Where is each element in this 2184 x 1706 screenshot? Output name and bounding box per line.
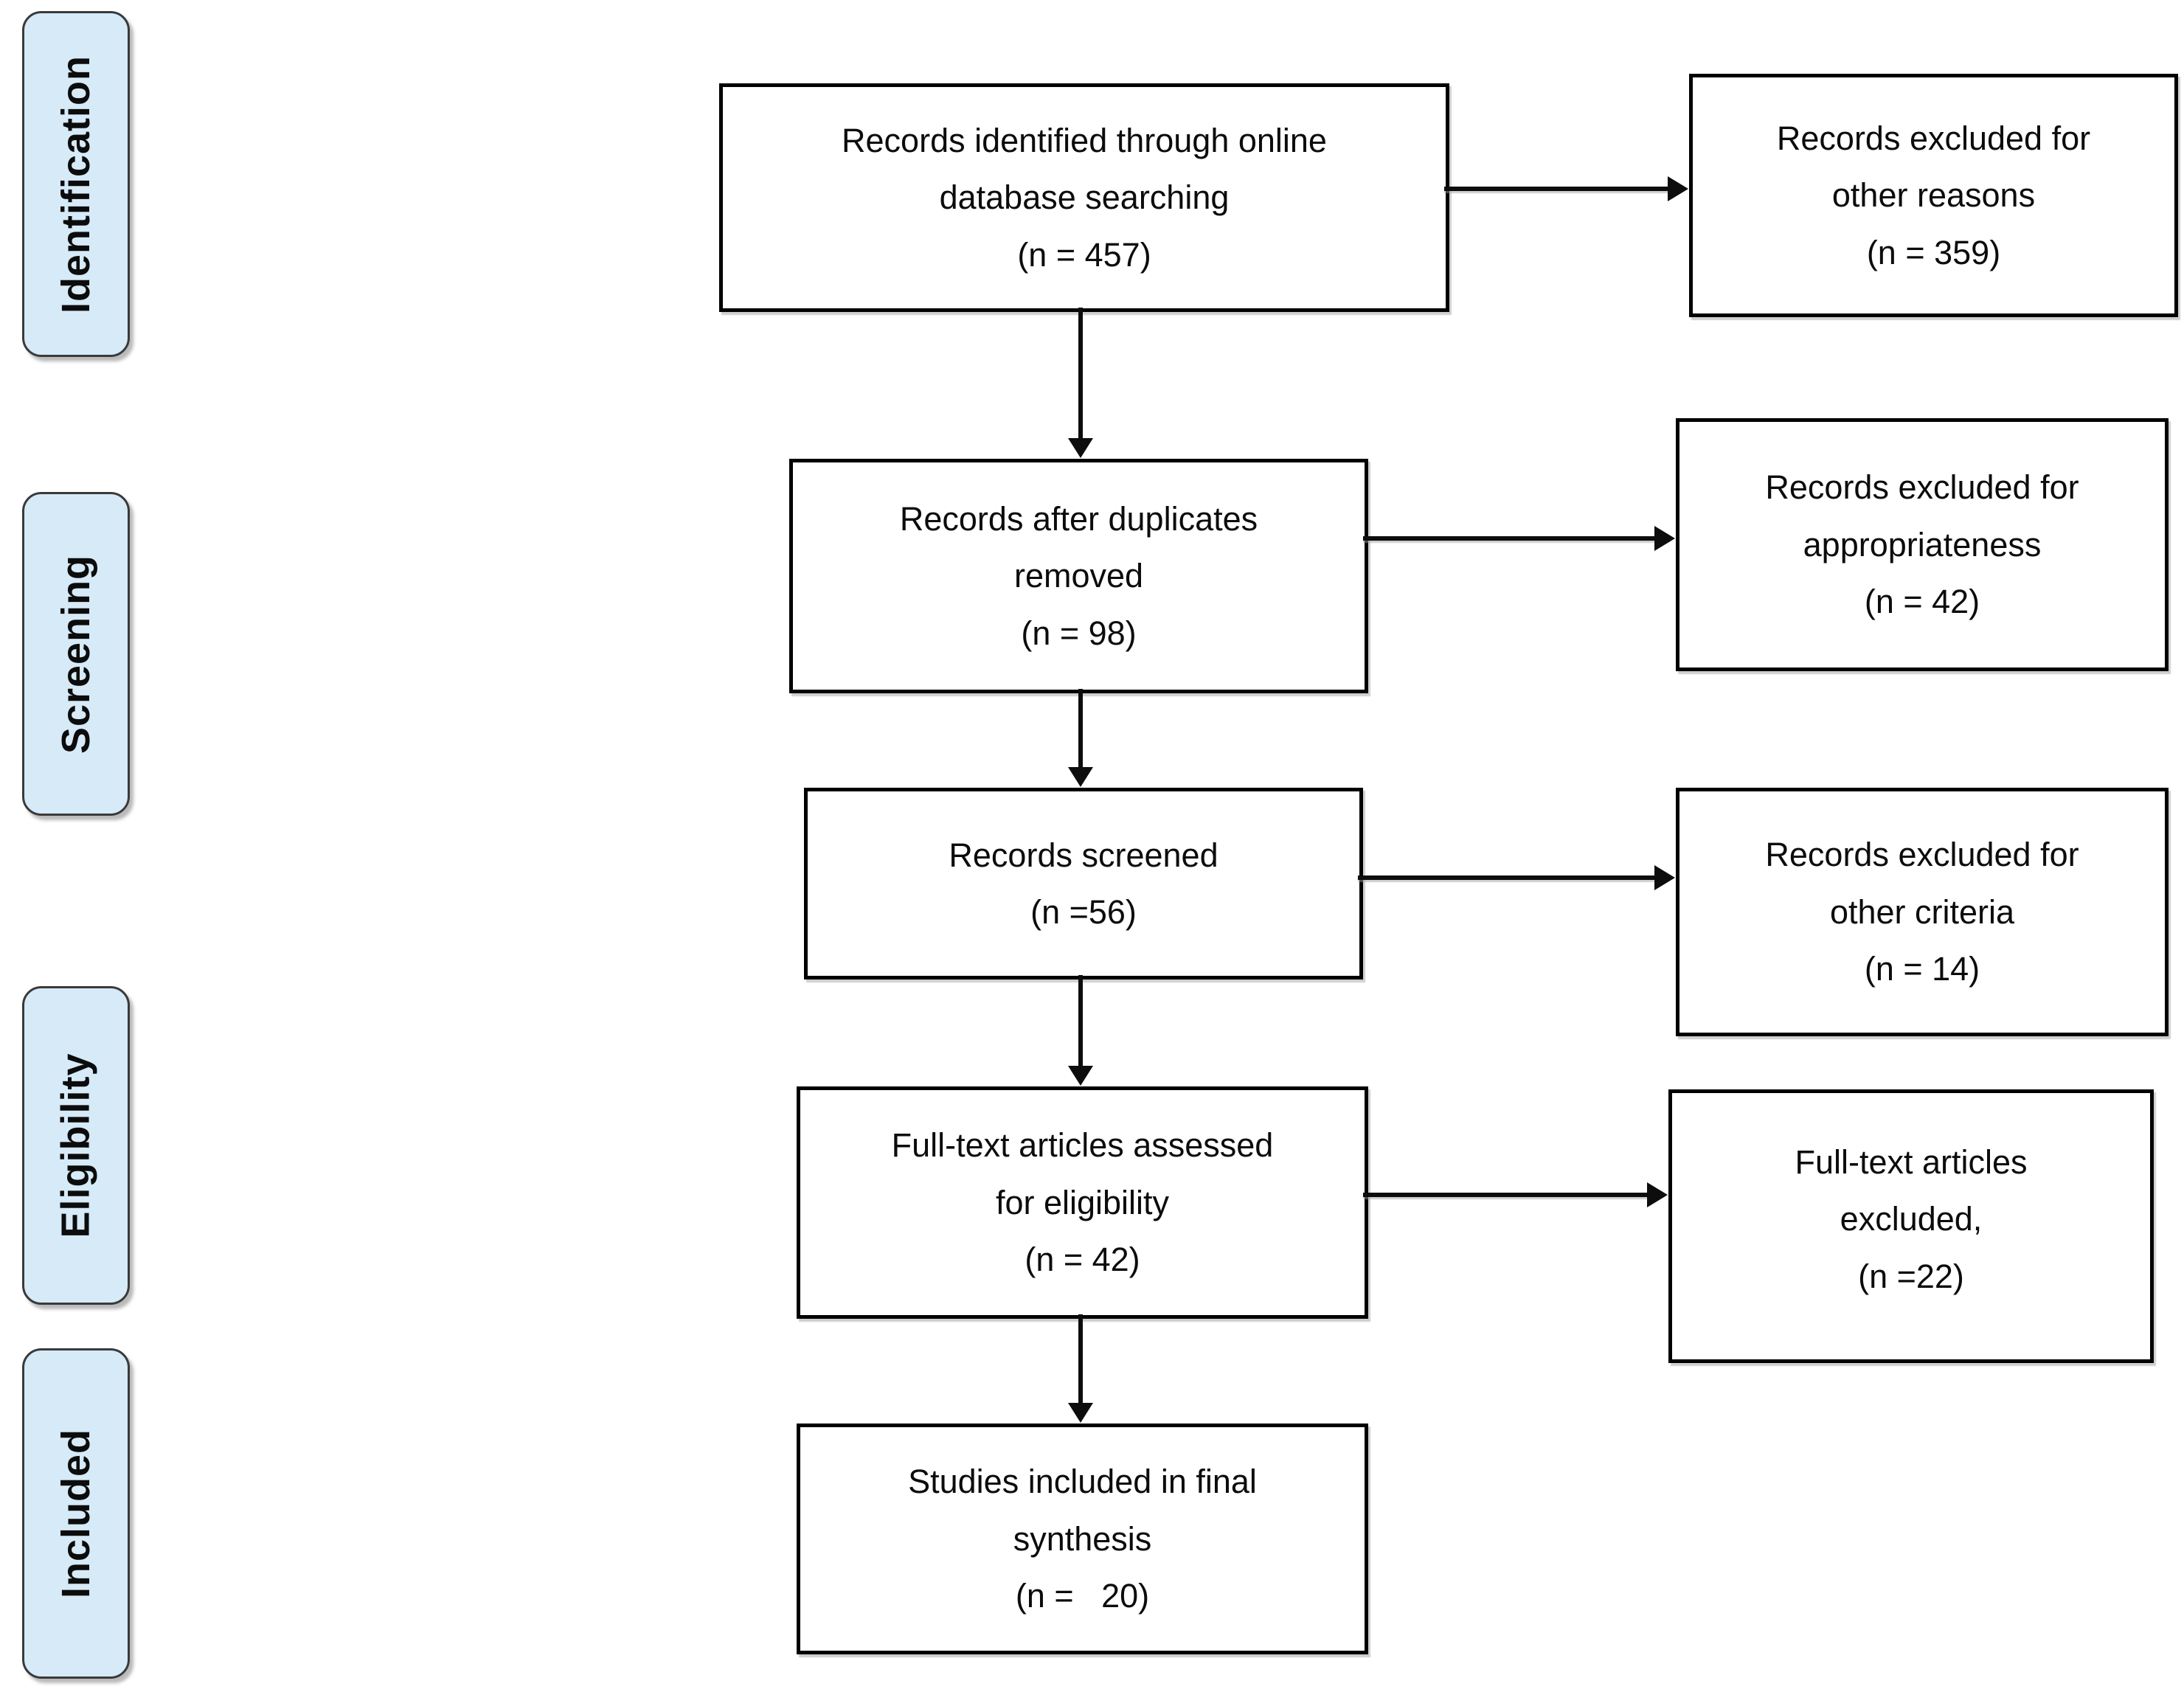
exclusion-box-other-criteria-count: (n = 14) xyxy=(1864,950,1980,988)
flow-box-records-identified-line-1: Records identified through online xyxy=(842,121,1327,159)
stage-identification-label: Identification xyxy=(54,55,98,313)
stage-included-label: Included xyxy=(54,1428,99,1599)
stage-identification: Identification xyxy=(22,11,130,357)
stage-screening: Screening xyxy=(22,492,130,816)
exclusion-box-fulltext-excluded: Full-text articles excluded, (n =22) xyxy=(1668,1089,2154,1363)
flow-box-fulltext-assessed: Full-text articles assessed for eligibil… xyxy=(797,1086,1368,1319)
exclusion-box-appropriateness-line-2: appropriateness xyxy=(1803,525,2042,564)
stage-screening-label: Screening xyxy=(54,554,98,754)
flow-box-records-screened: Records screened (n =56) xyxy=(804,788,1363,979)
stage-included: Included xyxy=(22,1348,130,1679)
exclusion-box-other-criteria-line-1: Records excluded for xyxy=(1765,836,2079,874)
flow-box-fulltext-assessed-count: (n = 42) xyxy=(1025,1241,1140,1279)
flow-box-records-identified-line-2: database searching xyxy=(939,178,1230,217)
flow-box-records-screened-line-1: Records screened xyxy=(949,836,1218,874)
arrow-down-icon xyxy=(1078,1314,1083,1403)
exclusion-box-fulltext-excluded-count: (n =22) xyxy=(1858,1257,1964,1295)
arrow-right-icon xyxy=(1363,536,1654,541)
exclusion-box-other-reasons-line-1: Records excluded for xyxy=(1776,119,2091,157)
stage-eligibility: Eligibility xyxy=(22,986,130,1305)
flow-box-fulltext-assessed-line-2: for eligibility xyxy=(995,1183,1170,1221)
arrow-right-icon xyxy=(1363,1193,1647,1197)
exclusion-box-fulltext-excluded-line-2: excluded, xyxy=(1840,1200,1983,1238)
arrow-down-icon xyxy=(1078,689,1083,767)
exclusion-box-other-reasons-line-2: other reasons xyxy=(1831,176,2036,215)
exclusion-box-other-reasons-count: (n = 359) xyxy=(1866,233,2001,271)
flow-box-duplicates-removed: Records after duplicates removed (n = 98… xyxy=(789,459,1368,693)
flow-box-studies-included-count: (n = 20) xyxy=(1015,1577,1150,1615)
exclusion-box-other-reasons: Records excluded for other reasons (n = … xyxy=(1689,74,2178,317)
arrow-right-icon xyxy=(1444,187,1668,191)
flow-box-studies-included-line-1: Studies included in final xyxy=(908,1463,1257,1501)
flow-box-duplicates-removed-line-2: removed xyxy=(1013,557,1144,595)
exclusion-box-other-criteria-line-2: other criteria xyxy=(1829,892,2015,931)
arrow-right-icon xyxy=(1358,875,1654,880)
flow-box-studies-included: Studies included in final synthesis (n =… xyxy=(797,1424,1368,1654)
exclusion-box-appropriateness: Records excluded for appropriateness (n … xyxy=(1676,418,2169,671)
flow-box-duplicates-removed-line-1: Records after duplicates xyxy=(899,499,1258,538)
arrow-down-icon xyxy=(1078,308,1083,438)
stage-eligibility-label: Eligibility xyxy=(54,1053,98,1238)
flow-box-duplicates-removed-count: (n = 98) xyxy=(1021,614,1137,652)
flow-box-records-screened-count: (n =56) xyxy=(1030,893,1137,931)
exclusion-box-appropriateness-count: (n = 42) xyxy=(1864,583,1980,621)
flow-box-fulltext-assessed-line-1: Full-text articles assessed xyxy=(891,1126,1274,1165)
arrow-down-icon xyxy=(1078,975,1083,1066)
flow-box-records-identified: Records identified through online databa… xyxy=(719,83,1449,312)
exclusion-box-other-criteria: Records excluded for other criteria (n =… xyxy=(1676,788,2169,1036)
flow-box-records-identified-count: (n = 457) xyxy=(1017,235,1151,274)
exclusion-box-appropriateness-line-1: Records excluded for xyxy=(1765,468,2079,507)
flow-box-studies-included-line-2: synthesis xyxy=(1013,1519,1152,1558)
exclusion-box-fulltext-excluded-line-1: Full-text articles xyxy=(1795,1143,2028,1181)
